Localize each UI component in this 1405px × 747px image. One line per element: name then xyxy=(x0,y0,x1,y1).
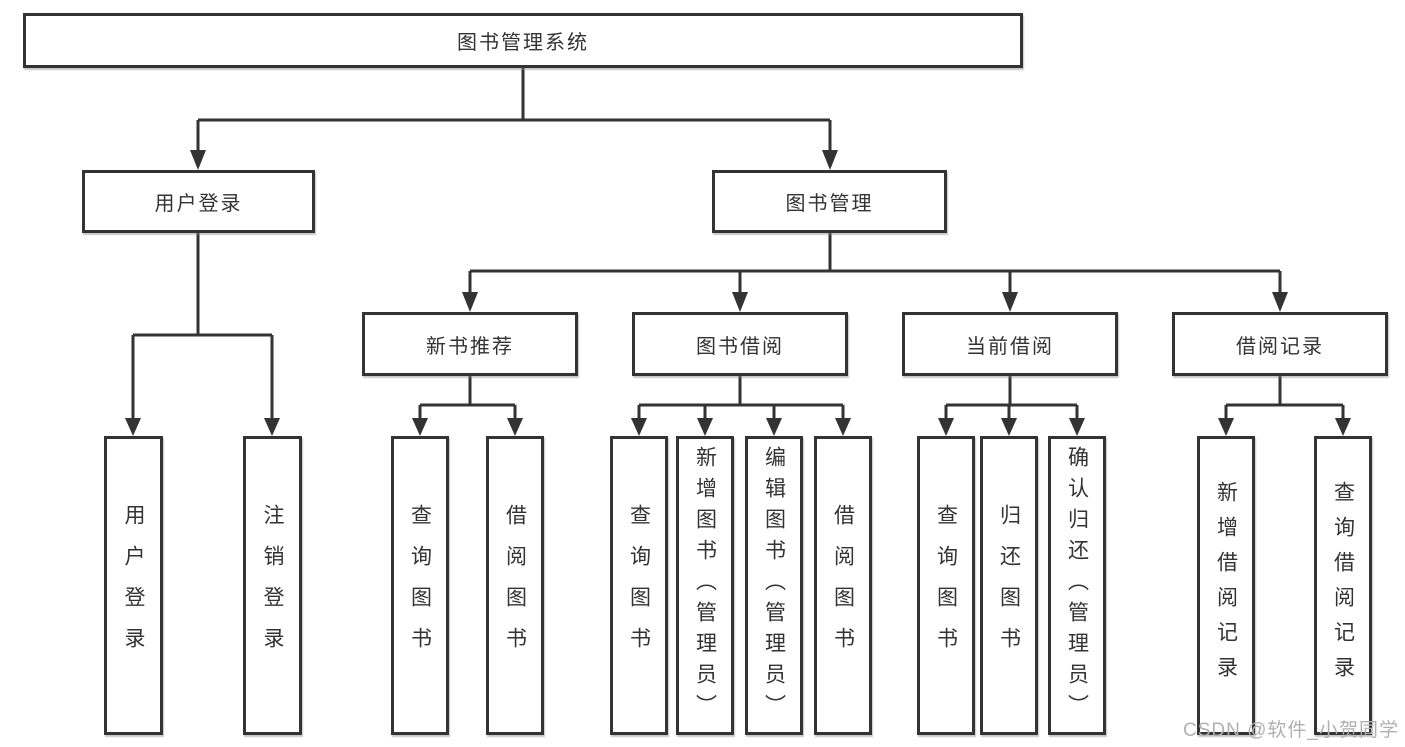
arrowheads-book-management-children xyxy=(462,292,1288,312)
node-current-borrow: 当前借阅 xyxy=(902,312,1118,376)
leaf-user-login: 用户登录 xyxy=(104,436,163,735)
leaf-borrow-books-label: 借阅图书 xyxy=(831,503,855,668)
leaf-query-books-current-label: 查询图书 xyxy=(934,503,958,668)
leaf-logout-login-label: 注销登录 xyxy=(261,503,284,668)
connector-book-management-children xyxy=(468,233,1282,294)
connector-current-borrow-children xyxy=(944,376,1079,420)
leaf-add-book-admin: 新增图书（管理员） xyxy=(676,436,734,735)
leaf-confirm-return-admin-label: 确认归还（管理员） xyxy=(1065,446,1089,725)
leaf-add-borrow-record: 新增借阅记录 xyxy=(1197,436,1255,735)
arrowheads-root-to-level2 xyxy=(190,150,838,170)
node-book-management-label: 图书管理 xyxy=(785,193,874,215)
csdn-watermark: CSDN @软件_小贺同学 xyxy=(1183,720,1399,741)
node-borrow-records: 借阅记录 xyxy=(1172,312,1388,376)
connector-new-book-recommend-children xyxy=(418,376,517,420)
connector-user-login-children xyxy=(131,233,274,420)
leaf-add-book-admin-label: 新增图书（管理员） xyxy=(693,446,717,725)
leaf-query-borrow-record-label: 查询借阅记录 xyxy=(1331,480,1355,691)
node-new-book-recommend-label: 新书推荐 xyxy=(426,335,514,358)
leaf-query-borrow-record: 查询借阅记录 xyxy=(1314,436,1372,735)
node-user-login-label: 用户登录 xyxy=(154,193,243,215)
leaf-edit-book-admin: 编辑图书（管理员） xyxy=(745,436,803,735)
leaf-query-books-borrow: 查询图书 xyxy=(610,436,668,735)
leaf-borrow-books: 借阅图书 xyxy=(814,436,872,735)
leaf-logout-login: 注销登录 xyxy=(243,436,302,735)
leaf-confirm-return-admin: 确认归还（管理员） xyxy=(1048,436,1106,735)
arrowheads-user-login-children xyxy=(125,418,280,436)
leaf-borrow-books-recommend: 借阅图书 xyxy=(486,436,544,735)
node-book-borrow: 图书借阅 xyxy=(632,312,848,376)
connector-book-borrow-children xyxy=(637,376,845,420)
node-borrow-records-label: 借阅记录 xyxy=(1236,335,1324,358)
leaf-return-book-label: 归还图书 xyxy=(997,503,1021,668)
leaf-user-login-label: 用户登录 xyxy=(122,503,145,668)
leaf-query-books-borrow-label: 查询图书 xyxy=(627,503,651,668)
node-root-book-management-system: 图书管理系统 xyxy=(23,13,1023,68)
connector-root-to-level2 xyxy=(196,68,832,152)
arrowheads-new-book-recommend-children xyxy=(412,418,523,436)
node-book-borrow-label: 图书借阅 xyxy=(696,335,784,358)
leaf-query-books-recommend-label: 查询图书 xyxy=(408,503,432,668)
leaf-borrow-books-recommend-label: 借阅图书 xyxy=(503,503,527,668)
node-book-management: 图书管理 xyxy=(712,170,947,233)
arrowheads-current-borrow-children xyxy=(938,418,1085,436)
node-root-label: 图书管理系统 xyxy=(457,32,589,54)
node-new-book-recommend: 新书推荐 xyxy=(362,312,578,376)
leaf-edit-book-admin-label: 编辑图书（管理员） xyxy=(762,446,786,725)
leaf-query-books-current: 查询图书 xyxy=(917,436,975,735)
leaf-return-book: 归还图书 xyxy=(980,436,1038,735)
node-user-login: 用户登录 xyxy=(82,170,315,233)
node-current-borrow-label: 当前借阅 xyxy=(966,335,1054,358)
leaf-add-borrow-record-label: 新增借阅记录 xyxy=(1214,480,1238,691)
connector-borrow-records-children xyxy=(1224,376,1345,420)
leaf-query-books-recommend: 查询图书 xyxy=(391,436,449,735)
arrowheads-book-borrow-children xyxy=(631,418,851,436)
arrowheads-borrow-records-children xyxy=(1218,418,1351,436)
